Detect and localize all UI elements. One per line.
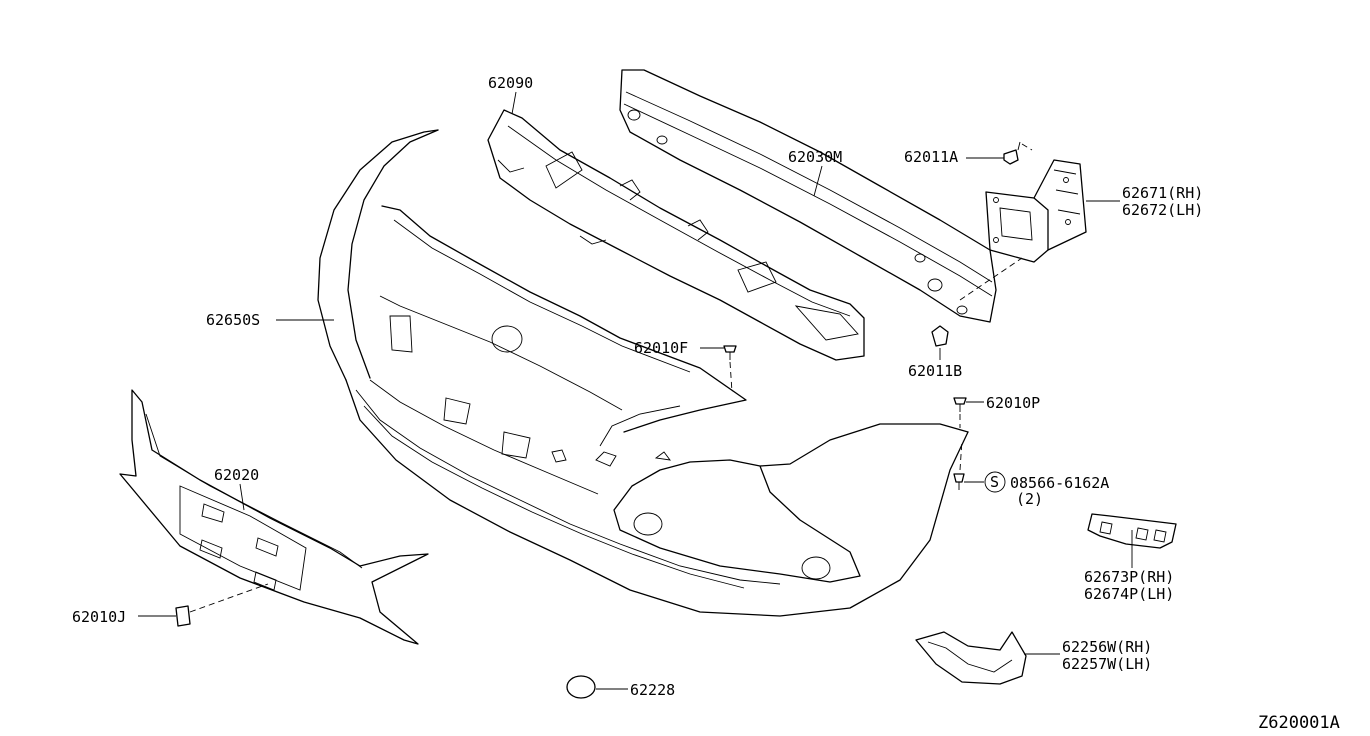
callout-62257w: 62257W(LH) (1062, 655, 1152, 673)
callout-62673p: 62673P(RH) (1084, 568, 1174, 586)
fastener-62011a (1003, 141, 1021, 165)
s-symbol-letter: S (990, 473, 999, 491)
callout-62030m: 62030M (788, 148, 842, 166)
callout-62228: 62228 (630, 681, 675, 699)
lower-grille-62020 (119, 389, 429, 645)
cap-62228 (566, 675, 596, 699)
side-bracket-62673p (1087, 513, 1177, 549)
s-symbol-circle (984, 471, 1006, 493)
assembly-line (189, 583, 269, 613)
callout-62674p: 62674P(LH) (1084, 585, 1174, 603)
screw-08566 (953, 473, 965, 490)
clip-62010j (175, 605, 191, 627)
fastener-62011b (931, 325, 949, 347)
callout-62011a: 62011A (904, 148, 958, 166)
callout-62671: 62671(RH) (1122, 184, 1203, 202)
callout-62090: 62090 (488, 74, 533, 92)
assembly-line (729, 361, 733, 393)
leader-line (511, 91, 517, 115)
assembly-line (959, 257, 1023, 301)
assembly-line (1021, 143, 1033, 151)
energy-absorber-62090 (487, 109, 865, 361)
callout-62650s: 62650S (206, 311, 260, 329)
clip-62010p (953, 397, 967, 412)
leader-line (813, 165, 823, 197)
leader-line (239, 483, 245, 511)
callout-62672: 62672(LH) (1122, 201, 1203, 219)
callout-62010j: 62010J (72, 608, 126, 626)
bumper-bracket-62671 (985, 159, 1087, 263)
callout-62010p: 62010P (986, 394, 1040, 412)
bumper-reinforcement-62030m (619, 69, 997, 323)
assembly-line (959, 439, 963, 471)
diagram-id: Z620001A (1258, 713, 1340, 733)
callout-62011b: 62011B (908, 362, 962, 380)
callout-62010f: 62010F (634, 339, 688, 357)
clip-62010f (723, 345, 737, 360)
bumper-fascia-62650s (317, 129, 969, 617)
fog-lamp-finisher-62256w (915, 631, 1027, 685)
callout-62020: 62020 (214, 466, 259, 484)
callout-08566: 08566-6162A (1010, 474, 1109, 492)
callout-08566-qty: (2) (1016, 490, 1043, 508)
callout-62256w: 62256W(RH) (1062, 638, 1152, 656)
